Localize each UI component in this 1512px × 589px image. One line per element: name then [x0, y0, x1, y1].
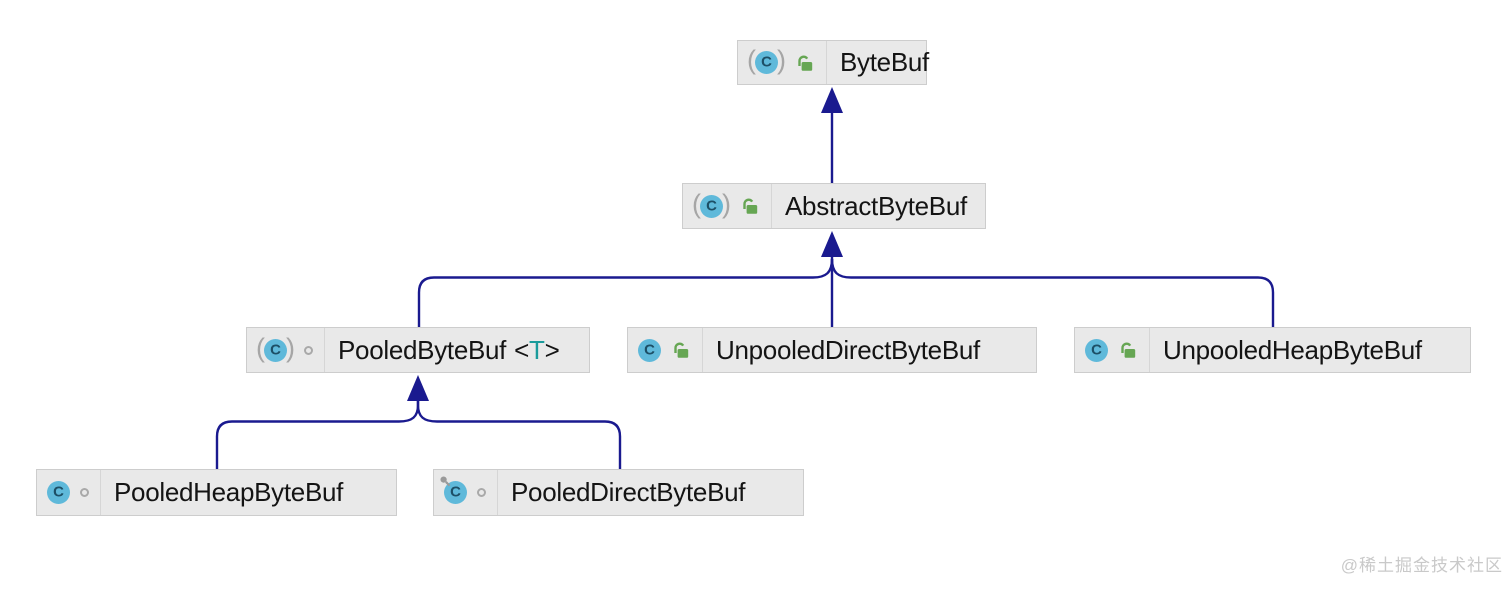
node-icon-group: C	[1075, 338, 1149, 362]
node-icon-group: ( C )	[247, 334, 324, 362]
class-name-label: AbstractByteBuf	[785, 190, 967, 221]
edge-pooleddirect-pooledbytebuf	[416, 401, 622, 469]
abstract-class-icon: ( C )	[256, 334, 295, 362]
generic-type-param: <T>	[514, 334, 560, 365]
class-icon-letter: C	[270, 341, 281, 358]
arrowhead-to-abstractbytebuf	[821, 231, 843, 257]
final-class-icon: C	[440, 476, 467, 504]
class-icon: C	[1085, 338, 1108, 362]
node-icon-group: ( C )	[738, 47, 826, 74]
node-divider	[497, 470, 498, 515]
public-open-lock-icon	[671, 340, 691, 360]
class-name-label: ByteBuf	[840, 47, 929, 77]
class-node-abstractbytebuf[interactable]: ( C ) AbstractByteBuf	[682, 183, 986, 229]
package-private-icon	[477, 488, 486, 497]
class-icon-letter: C	[53, 483, 64, 501]
arrowhead-to-bytebuf	[821, 87, 843, 113]
package-private-icon	[80, 488, 89, 497]
node-icon-group: C	[37, 481, 100, 504]
class-node-bytebuf[interactable]: ( C ) ByteBuf	[737, 40, 929, 85]
class-icon-letter: C	[761, 53, 772, 71]
class-icon-letter: C	[450, 483, 461, 501]
class-node-unpooleddirectbytebuf[interactable]: C UnpooledDirectByteBuf	[627, 327, 1037, 373]
final-pin-icon	[439, 475, 452, 493]
class-node-unpooledheapbytebuf[interactable]: C UnpooledHeapByteBuf	[1074, 327, 1471, 373]
abstract-paren: (	[747, 45, 756, 75]
abstract-paren: )	[722, 188, 731, 219]
class-name-label: PooledByteBuf<T>	[338, 334, 560, 365]
public-open-lock-icon	[1118, 340, 1138, 360]
abstract-class-icon: ( C )	[692, 190, 731, 218]
class-icon-letter: C	[706, 197, 717, 214]
arrowhead-to-pooledbytebuf	[407, 375, 429, 401]
edge-unpooledheap-abstract	[830, 258, 1275, 327]
abstract-paren: (	[692, 188, 701, 219]
node-icon-group: C	[628, 338, 702, 362]
public-open-lock-icon	[740, 196, 760, 216]
class-name-label: UnpooledDirectByteBuf	[716, 334, 980, 365]
class-icon-letter: C	[1091, 341, 1102, 358]
node-divider	[324, 328, 325, 372]
watermark: @稀土掘金技术社区	[1340, 556, 1503, 575]
node-divider	[100, 470, 101, 515]
edge-pooledheap-pooledbytebuf	[215, 401, 420, 469]
abstract-paren: )	[286, 332, 295, 363]
class-icon: C	[638, 338, 661, 362]
abstract-paren: (	[256, 332, 265, 363]
class-node-pooledheapbytebuf[interactable]: C PooledHeapByteBuf	[36, 469, 397, 516]
class-icon: C	[47, 481, 70, 504]
node-icon-group: C	[434, 476, 497, 504]
class-name-label: PooledHeapByteBuf	[114, 477, 344, 507]
package-private-icon	[304, 345, 313, 355]
node-icon-group: ( C )	[683, 190, 771, 218]
class-icon-letter: C	[644, 341, 655, 358]
class-name-label: UnpooledHeapByteBuf	[1163, 334, 1422, 365]
abstract-class-icon: ( C )	[747, 47, 786, 74]
public-open-lock-icon	[795, 53, 815, 73]
class-name-label: PooledDirectByteBuf	[511, 477, 746, 507]
node-divider	[771, 184, 772, 228]
node-divider	[702, 328, 703, 372]
abstract-paren: )	[777, 45, 786, 75]
node-divider	[826, 41, 827, 84]
edge-pooledbytebuf-abstract	[417, 258, 834, 327]
class-node-pooleddirectbytebuf[interactable]: C PooledDirectByteBuf	[433, 469, 804, 516]
node-divider	[1149, 328, 1150, 372]
class-node-pooledbytebuf[interactable]: ( C ) PooledByteBuf<T>	[246, 327, 590, 373]
